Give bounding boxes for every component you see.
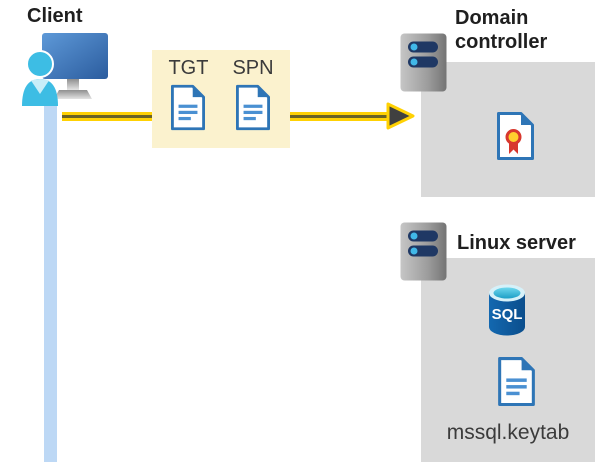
token-box: TGT SPN (152, 50, 290, 148)
sql-icon-label: SQL (492, 306, 523, 323)
certificate-icon (497, 112, 534, 160)
client-title: Client (27, 5, 83, 27)
keytab-filename: mssql.keytab (446, 421, 570, 444)
domain-controller-server-icon (400, 33, 447, 92)
tgt-document-icon (171, 84, 206, 131)
keytab-document-icon (498, 357, 535, 406)
domain-controller-title: Domain controller (455, 7, 548, 53)
linux-server-icon (400, 222, 447, 281)
tgt-label: TGT (168, 57, 209, 79)
token-tgt: TGT (168, 57, 208, 148)
linux-server-title: Linux server (457, 232, 576, 254)
token-spn: SPN (232, 57, 274, 148)
client-lifeline (44, 100, 57, 462)
computer-user-icon (22, 33, 108, 106)
sql-database-icon: SQL (489, 284, 525, 336)
spn-document-icon (236, 84, 270, 131)
auth-flow-arrowhead-icon (386, 102, 415, 130)
spn-label: SPN (232, 57, 274, 79)
